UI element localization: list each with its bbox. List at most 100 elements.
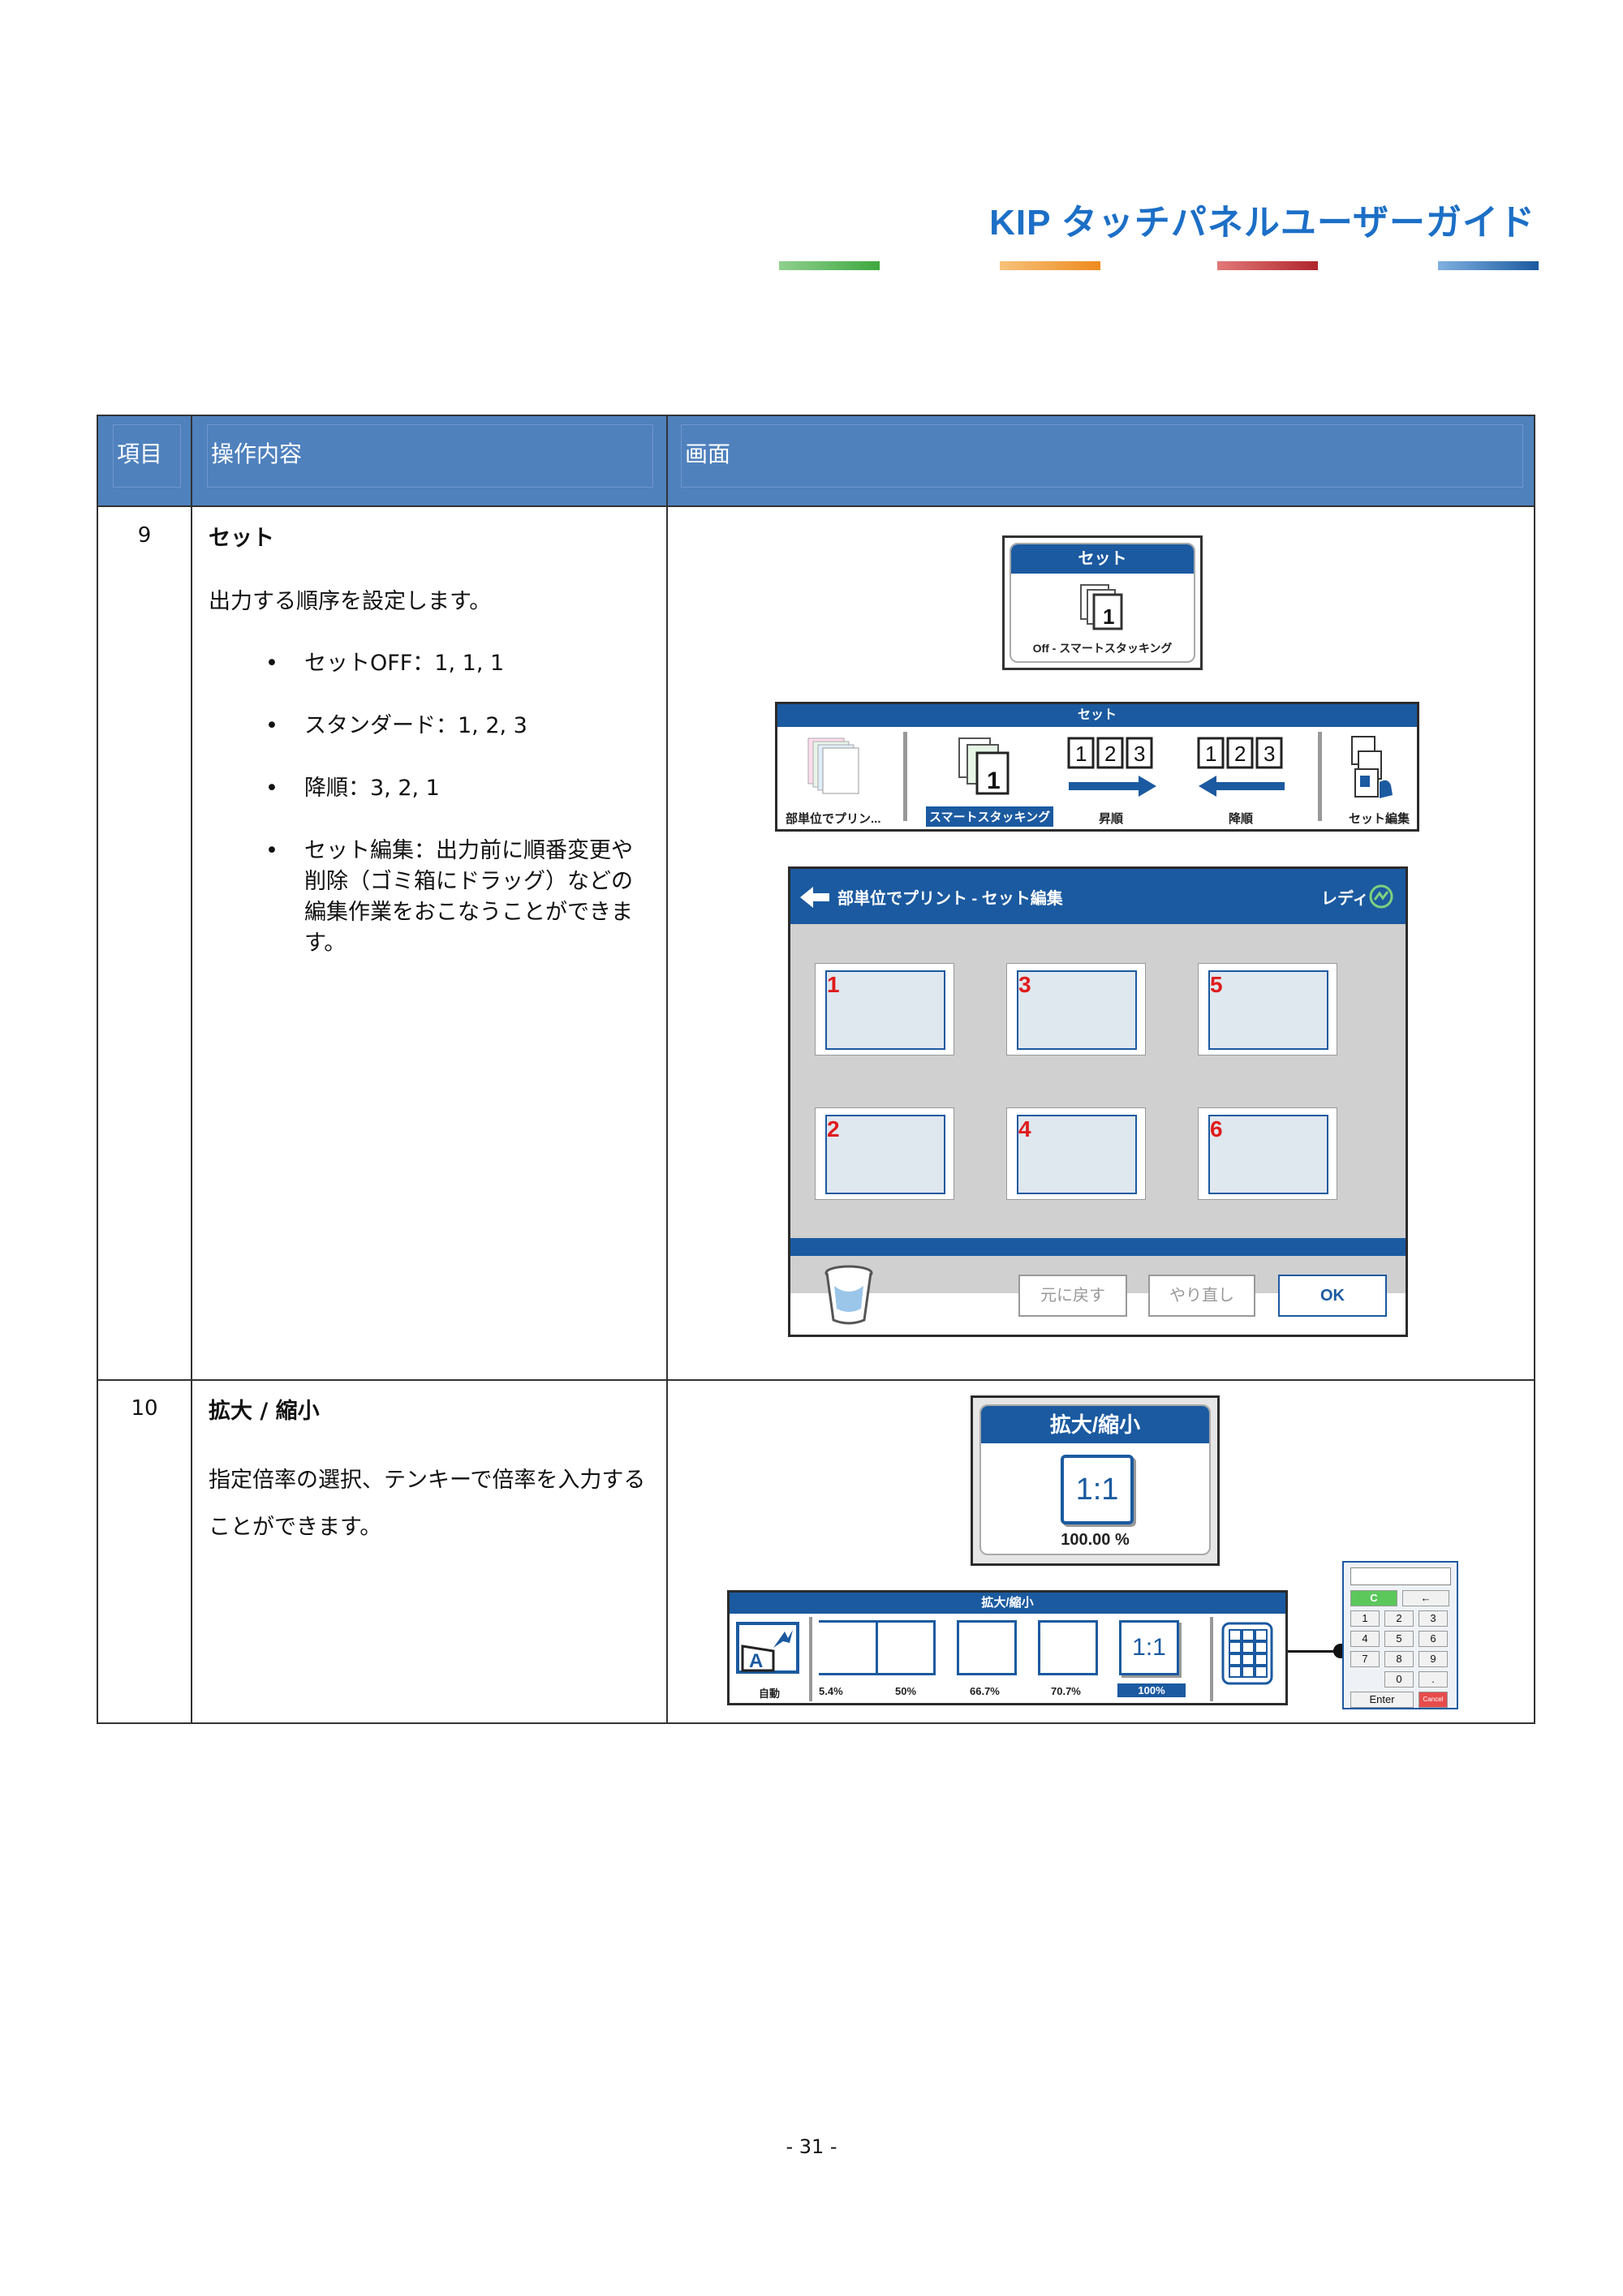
page-number: - 31 - bbox=[786, 2135, 837, 2158]
svg-text:1: 1 bbox=[987, 767, 1001, 794]
keypad-key[interactable]: 9 bbox=[1419, 1651, 1448, 1667]
scale-icon[interactable] bbox=[957, 1620, 1017, 1675]
ready-status: レディ bbox=[1321, 890, 1369, 908]
keypad-icon[interactable] bbox=[1221, 1622, 1276, 1687]
content-table: 項目 操作内容 画面 9 セット 出力する順序を設定します。 •セットOFF：1… bbox=[97, 415, 1535, 1724]
row-title: セット bbox=[209, 526, 274, 551]
clear-key[interactable]: C bbox=[1350, 1590, 1397, 1606]
set-bar-header: セット bbox=[777, 704, 1417, 727]
page-title: KIP タッチパネルユーザーガイド bbox=[989, 203, 1535, 243]
backspace-key[interactable]: ← bbox=[1402, 1590, 1449, 1606]
trash-icon[interactable] bbox=[823, 1265, 875, 1326]
set-bar-item[interactable]: 部単位でプリン... bbox=[786, 812, 881, 826]
keypad-screenshot: C ← 1 2 3 4 5 6 7 8 9 0 . Enter Cancel bbox=[1342, 1561, 1458, 1709]
green-bar bbox=[779, 261, 880, 270]
scale-bar-item[interactable]: 70.7% bbox=[1051, 1685, 1081, 1697]
table-header: 項目 操作内容 画面 bbox=[98, 416, 1534, 506]
scale-button-screenshot: 拡大/縮小 1:1 100.00 % bbox=[971, 1395, 1220, 1566]
scale-icon[interactable] bbox=[876, 1620, 936, 1675]
set-bar-screenshot: セット 部単位でプリン... 1 スマートスタッキング 1 2 3 昇順 1 2… bbox=[775, 702, 1419, 832]
set-button-caption: Off - スマートスタッキング bbox=[1032, 642, 1173, 655]
row-number: 10 bbox=[131, 1396, 158, 1421]
keypad-key[interactable]: 6 bbox=[1419, 1631, 1448, 1647]
scale-bar-item[interactable]: 5.4% bbox=[819, 1685, 843, 1697]
red-bar bbox=[1217, 261, 1318, 270]
set-button-screenshot: セット 1 Off - スマートスタッキング bbox=[1002, 535, 1203, 670]
orange-bar bbox=[1000, 261, 1100, 270]
scale-bar-screenshot: 拡大/縮小 A 自動 5.4% 50% 66.7% 70.7% 1:1 100% bbox=[727, 1590, 1288, 1705]
smart-stack-icon[interactable]: 1 bbox=[956, 735, 1021, 798]
keypad-key[interactable]: 2 bbox=[1384, 1610, 1414, 1627]
set-button-header: セット bbox=[1011, 544, 1194, 574]
set-thumbnail[interactable]: 1 bbox=[815, 963, 954, 1056]
undo-button[interactable]: 元に戻す bbox=[1018, 1275, 1127, 1317]
scale-icon[interactable] bbox=[1038, 1620, 1098, 1675]
header-operation: 操作内容 bbox=[207, 424, 653, 488]
svg-text:1: 1 bbox=[1103, 604, 1114, 629]
scale-button[interactable]: 拡大/縮小 1:1 100.00 % bbox=[979, 1404, 1211, 1555]
keypad-key[interactable]: . bbox=[1419, 1671, 1448, 1688]
keypad-key[interactable]: 4 bbox=[1350, 1631, 1380, 1647]
set-thumbnail[interactable]: 6 bbox=[1198, 1107, 1337, 1200]
svg-text:A: A bbox=[749, 1650, 763, 1672]
blue-bar bbox=[1438, 261, 1539, 270]
bullet-item: •セット編集：出力前に順番変更や削除（ゴミ箱にドラッグ）などの編集作業をおこなう… bbox=[265, 838, 633, 956]
set-thumbnail[interactable]: 4 bbox=[1006, 1107, 1146, 1200]
set-edit-icon[interactable] bbox=[1347, 733, 1404, 800]
set-thumbnail[interactable]: 2 bbox=[815, 1107, 954, 1200]
row-description: 出力する順序を設定します。 bbox=[209, 589, 492, 614]
svg-text:1: 1 bbox=[1205, 742, 1216, 766]
svg-text:2: 2 bbox=[1234, 742, 1246, 766]
bullet-item: •セットOFF：1, 1, 1 bbox=[265, 651, 505, 676]
keypad-key[interactable]: 5 bbox=[1384, 1631, 1414, 1647]
descending-icon[interactable]: 1 2 3 bbox=[1195, 735, 1293, 802]
row-description: 指定倍率の選択、テンキーで倍率を入力することができます。 bbox=[209, 1468, 646, 1540]
scale-percent: 100.00 % bbox=[1061, 1531, 1130, 1549]
ratio-icon: 1:1 bbox=[1061, 1455, 1134, 1524]
cancel-key[interactable]: Cancel bbox=[1419, 1692, 1448, 1708]
bullet-item: •スタンダード：1, 2, 3 bbox=[265, 713, 527, 738]
scale-bar-item[interactable]: 50% bbox=[895, 1685, 917, 1697]
scale-button-header: 拡大/縮小 bbox=[981, 1406, 1209, 1443]
row-title: 拡大 / 縮小 bbox=[209, 1399, 320, 1424]
svg-text:2: 2 bbox=[1104, 742, 1116, 766]
set-bar-item[interactable]: 昇順 bbox=[1099, 812, 1124, 826]
stack-icon: 1 bbox=[1080, 584, 1123, 630]
keypad-key[interactable]: 8 bbox=[1384, 1651, 1414, 1667]
keypad-display bbox=[1350, 1567, 1451, 1585]
back-arrow-icon[interactable] bbox=[799, 885, 831, 909]
scale-bar-item[interactable]: 自動 bbox=[759, 1688, 781, 1700]
enter-key[interactable]: Enter bbox=[1350, 1692, 1414, 1708]
keypad-key[interactable]: 7 bbox=[1350, 1651, 1380, 1667]
auto-scale-icon[interactable]: A bbox=[734, 1620, 803, 1682]
ok-button[interactable]: OK bbox=[1278, 1275, 1387, 1317]
keypad-key[interactable]: 0 bbox=[1384, 1671, 1414, 1688]
svg-text:3: 3 bbox=[1134, 742, 1145, 766]
set-edit-screenshot: 部単位でプリント - セット編集 レディ 1 3 5 2 4 6 元に戻す やり… bbox=[788, 866, 1408, 1337]
set-bar-item[interactable]: セット編集 bbox=[1349, 812, 1410, 826]
redo-button[interactable]: やり直し bbox=[1148, 1275, 1255, 1317]
header-screen: 画面 bbox=[681, 424, 1523, 488]
scale-bar-item[interactable]: 66.7% bbox=[970, 1685, 1000, 1697]
set-thumbnail[interactable]: 3 bbox=[1006, 963, 1146, 1056]
thumbnail-area: 1 3 5 2 4 6 bbox=[790, 924, 1406, 1293]
set-edit-titlebar: 部単位でプリント - セット編集 レディ bbox=[790, 869, 1406, 924]
svg-text:1: 1 bbox=[1075, 742, 1087, 766]
set-button[interactable]: セット 1 Off - スマートスタッキング bbox=[1010, 543, 1195, 663]
bullet-item: •降順：3, 2, 1 bbox=[265, 776, 440, 801]
scale-bar-item-selected[interactable]: 100% bbox=[1117, 1683, 1186, 1697]
collate-icon[interactable] bbox=[805, 735, 870, 798]
keypad-key[interactable]: 3 bbox=[1419, 1610, 1448, 1627]
ascending-icon[interactable]: 1 2 3 bbox=[1065, 735, 1163, 802]
row-number: 9 bbox=[137, 523, 152, 548]
scale-icon[interactable] bbox=[819, 1620, 879, 1675]
set-bar-item-selected[interactable]: スマートスタッキング bbox=[926, 806, 1054, 827]
status-icon bbox=[1369, 884, 1393, 909]
set-thumbnail[interactable]: 5 bbox=[1198, 963, 1337, 1056]
connector-line bbox=[1288, 1650, 1338, 1653]
set-bar-item[interactable]: 降順 bbox=[1229, 812, 1254, 826]
keypad-key[interactable]: 1 bbox=[1350, 1610, 1380, 1627]
scale-bar-header: 拡大/縮小 bbox=[730, 1593, 1285, 1614]
ratio-icon[interactable]: 1:1 bbox=[1119, 1620, 1179, 1675]
set-edit-title: 部単位でプリント - セット編集 bbox=[837, 890, 1063, 908]
